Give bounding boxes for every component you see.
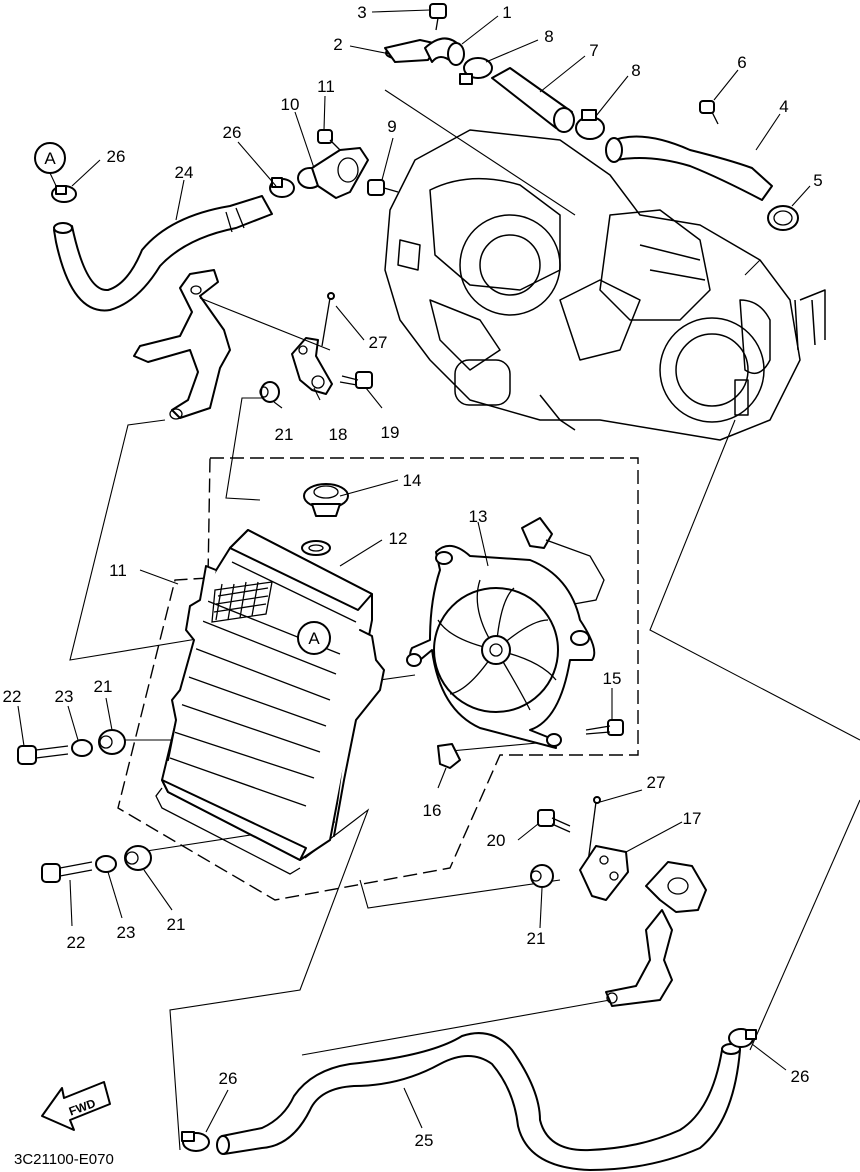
thermostat-cover-10 (297, 147, 369, 199)
bolt-11 (317, 129, 341, 151)
fwd-direction-arrow: FWD (41, 1081, 111, 1131)
callout-6: 6 (737, 53, 746, 72)
callout-22b: 22 (67, 933, 86, 952)
bolt-20b (537, 809, 571, 833)
callout-27a: 27 (369, 333, 388, 352)
callout-18: 17 (683, 809, 702, 828)
callout-13: 12 (389, 529, 408, 548)
bolt-20a (339, 371, 373, 389)
callout-15: 14 (403, 471, 422, 490)
grommet-21c (124, 845, 152, 871)
diagram-code: 3C21100-E070 (14, 1151, 114, 1168)
radiator-hose-24 (53, 195, 273, 312)
hose-clamp-8a (459, 57, 493, 85)
callout-17: 16 (423, 801, 442, 820)
wire-27a (321, 297, 331, 347)
callout-21d: 21 (527, 929, 546, 948)
hose-clamp-26a (269, 177, 295, 198)
callout-26b: 26 (107, 147, 126, 166)
bolt-22b (41, 861, 93, 883)
callout-21a: 21 (275, 425, 294, 444)
bolt-16 (585, 719, 624, 736)
callout-10: 10 (281, 95, 300, 114)
callout-26c: 26 (219, 1069, 238, 1088)
radiator-hose-25 (216, 1032, 741, 1171)
callout-8b: 8 (631, 61, 640, 80)
callout-1: 1 (502, 3, 511, 22)
radiator-cap-15 (303, 483, 349, 517)
callout-27b: 27 (647, 773, 666, 792)
radiator-13 (155, 529, 385, 875)
ref-marker-a-radiator-label: A (308, 629, 320, 648)
grommet-21d (530, 864, 554, 888)
callout-20a: 19 (381, 423, 400, 442)
assembly-lines (69, 89, 860, 1151)
wire-27b (587, 801, 597, 863)
hose-clamp-26d (728, 1028, 757, 1048)
callout-20b: 20 (487, 831, 506, 850)
callout-11: 11 (317, 77, 335, 96)
cooling-fan-14 (406, 517, 605, 749)
callout-24: 24 (175, 163, 194, 182)
collar-23a (71, 739, 93, 757)
bolt-6 (699, 100, 719, 125)
radiator-hose-7 (491, 67, 575, 133)
callout-leaders (17, 9, 811, 1133)
callout-25: 25 (415, 1131, 434, 1150)
bracket-19 (291, 337, 333, 395)
grommet-21a (259, 381, 280, 403)
callout-12: 11 (109, 561, 127, 580)
callout-21c: 21 (167, 915, 186, 934)
callout-9: 9 (387, 117, 396, 136)
ref-marker-a-top-label: A (44, 149, 56, 168)
wire-27b-tip (593, 796, 601, 804)
clip-17 (437, 743, 461, 769)
wire-27a-tip (327, 292, 335, 300)
ref-marker-a-top: A (34, 142, 66, 191)
hose-clamp-26b (51, 185, 77, 203)
ref-marker-a-radiator: A (297, 621, 331, 655)
callout-21b: 21 (94, 677, 113, 696)
o-ring-5-inner (773, 210, 793, 226)
bolt-3 (429, 3, 447, 31)
grommet-21b (98, 729, 126, 755)
callout-26d: 26 (791, 1067, 810, 1086)
hose-clamp-26c (181, 1131, 210, 1152)
callout-7: 7 (589, 41, 598, 60)
bracket-18 (579, 845, 629, 901)
radiator-bracket-lower (605, 861, 707, 1007)
hose-clamp-8b (575, 109, 605, 140)
collar-23b (95, 855, 117, 873)
callout-4: 4 (779, 97, 788, 116)
callout-5: 5 (813, 171, 822, 190)
o-ring-5 (767, 205, 799, 231)
bolt-22a (17, 745, 69, 765)
engine-block (384, 129, 826, 441)
bolt-9 (367, 179, 399, 196)
callout-labels: 3 1 2 8 7 8 6 4 5 9 10 11 26 26 24 27 21… (3, 3, 823, 1150)
water-pipe-4 (605, 135, 773, 201)
callout-26a: 26 (223, 123, 242, 142)
callout-23a: 23 (55, 687, 74, 706)
callout-19: 18 (329, 425, 348, 444)
callout-23b: 23 (117, 923, 136, 942)
outlet-pipe-1 (384, 37, 465, 66)
callout-2: 2 (333, 35, 342, 54)
radiator-bracket-upper (133, 269, 231, 420)
callout-3: 3 (357, 3, 366, 22)
callout-22a: 22 (3, 687, 22, 706)
callout-8a: 8 (544, 27, 553, 46)
callout-16: 15 (603, 669, 622, 688)
callout-14: 13 (469, 507, 488, 526)
